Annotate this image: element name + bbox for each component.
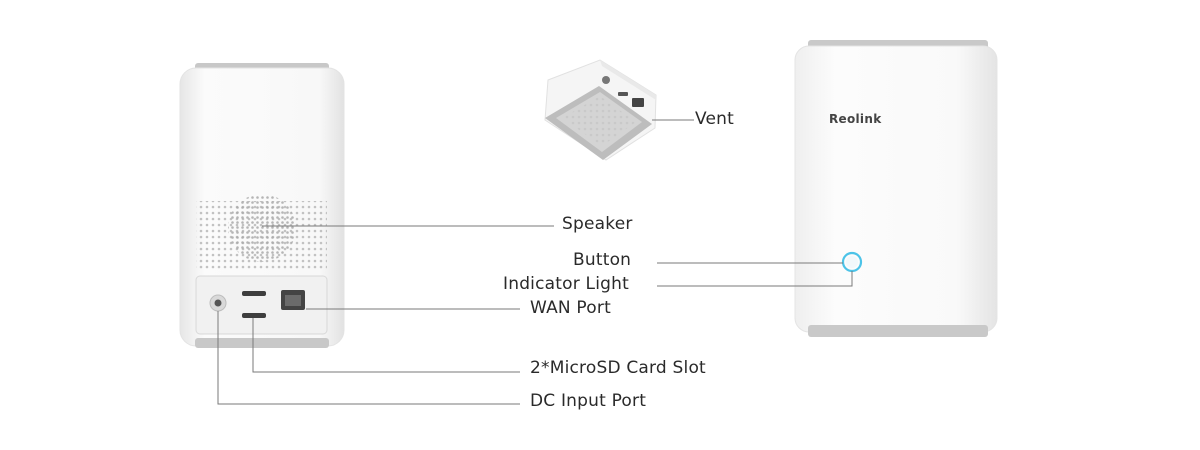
front-body	[794, 45, 998, 333]
leader-dc	[217, 311, 520, 405]
microsd-slot-2	[242, 313, 266, 318]
vent-view-device	[544, 59, 657, 161]
label-indicator-light: Indicator Light	[503, 274, 629, 294]
microsd-slot-1	[242, 291, 266, 296]
leader-indicator	[657, 271, 853, 287]
leader-lines	[217, 119, 853, 405]
reolink-logo: Reolink	[829, 112, 882, 126]
label-speaker: Speaker	[562, 214, 633, 234]
label-button: Button	[573, 250, 632, 270]
label-wan-port: WAN Port	[530, 298, 611, 318]
label-vent: Vent	[695, 109, 735, 129]
front-bottom-trim	[808, 325, 988, 337]
back-view-device	[179, 63, 345, 348]
bottom-trim	[195, 338, 329, 348]
speaker-grille	[196, 194, 327, 269]
label-dc-input-port: DC Input Port	[530, 391, 647, 411]
front-view-device	[794, 40, 998, 337]
device-button[interactable]	[846, 256, 858, 268]
leader-microsd	[252, 318, 520, 373]
label-microsd-slot: 2*MicroSD Card Slot	[530, 358, 706, 378]
